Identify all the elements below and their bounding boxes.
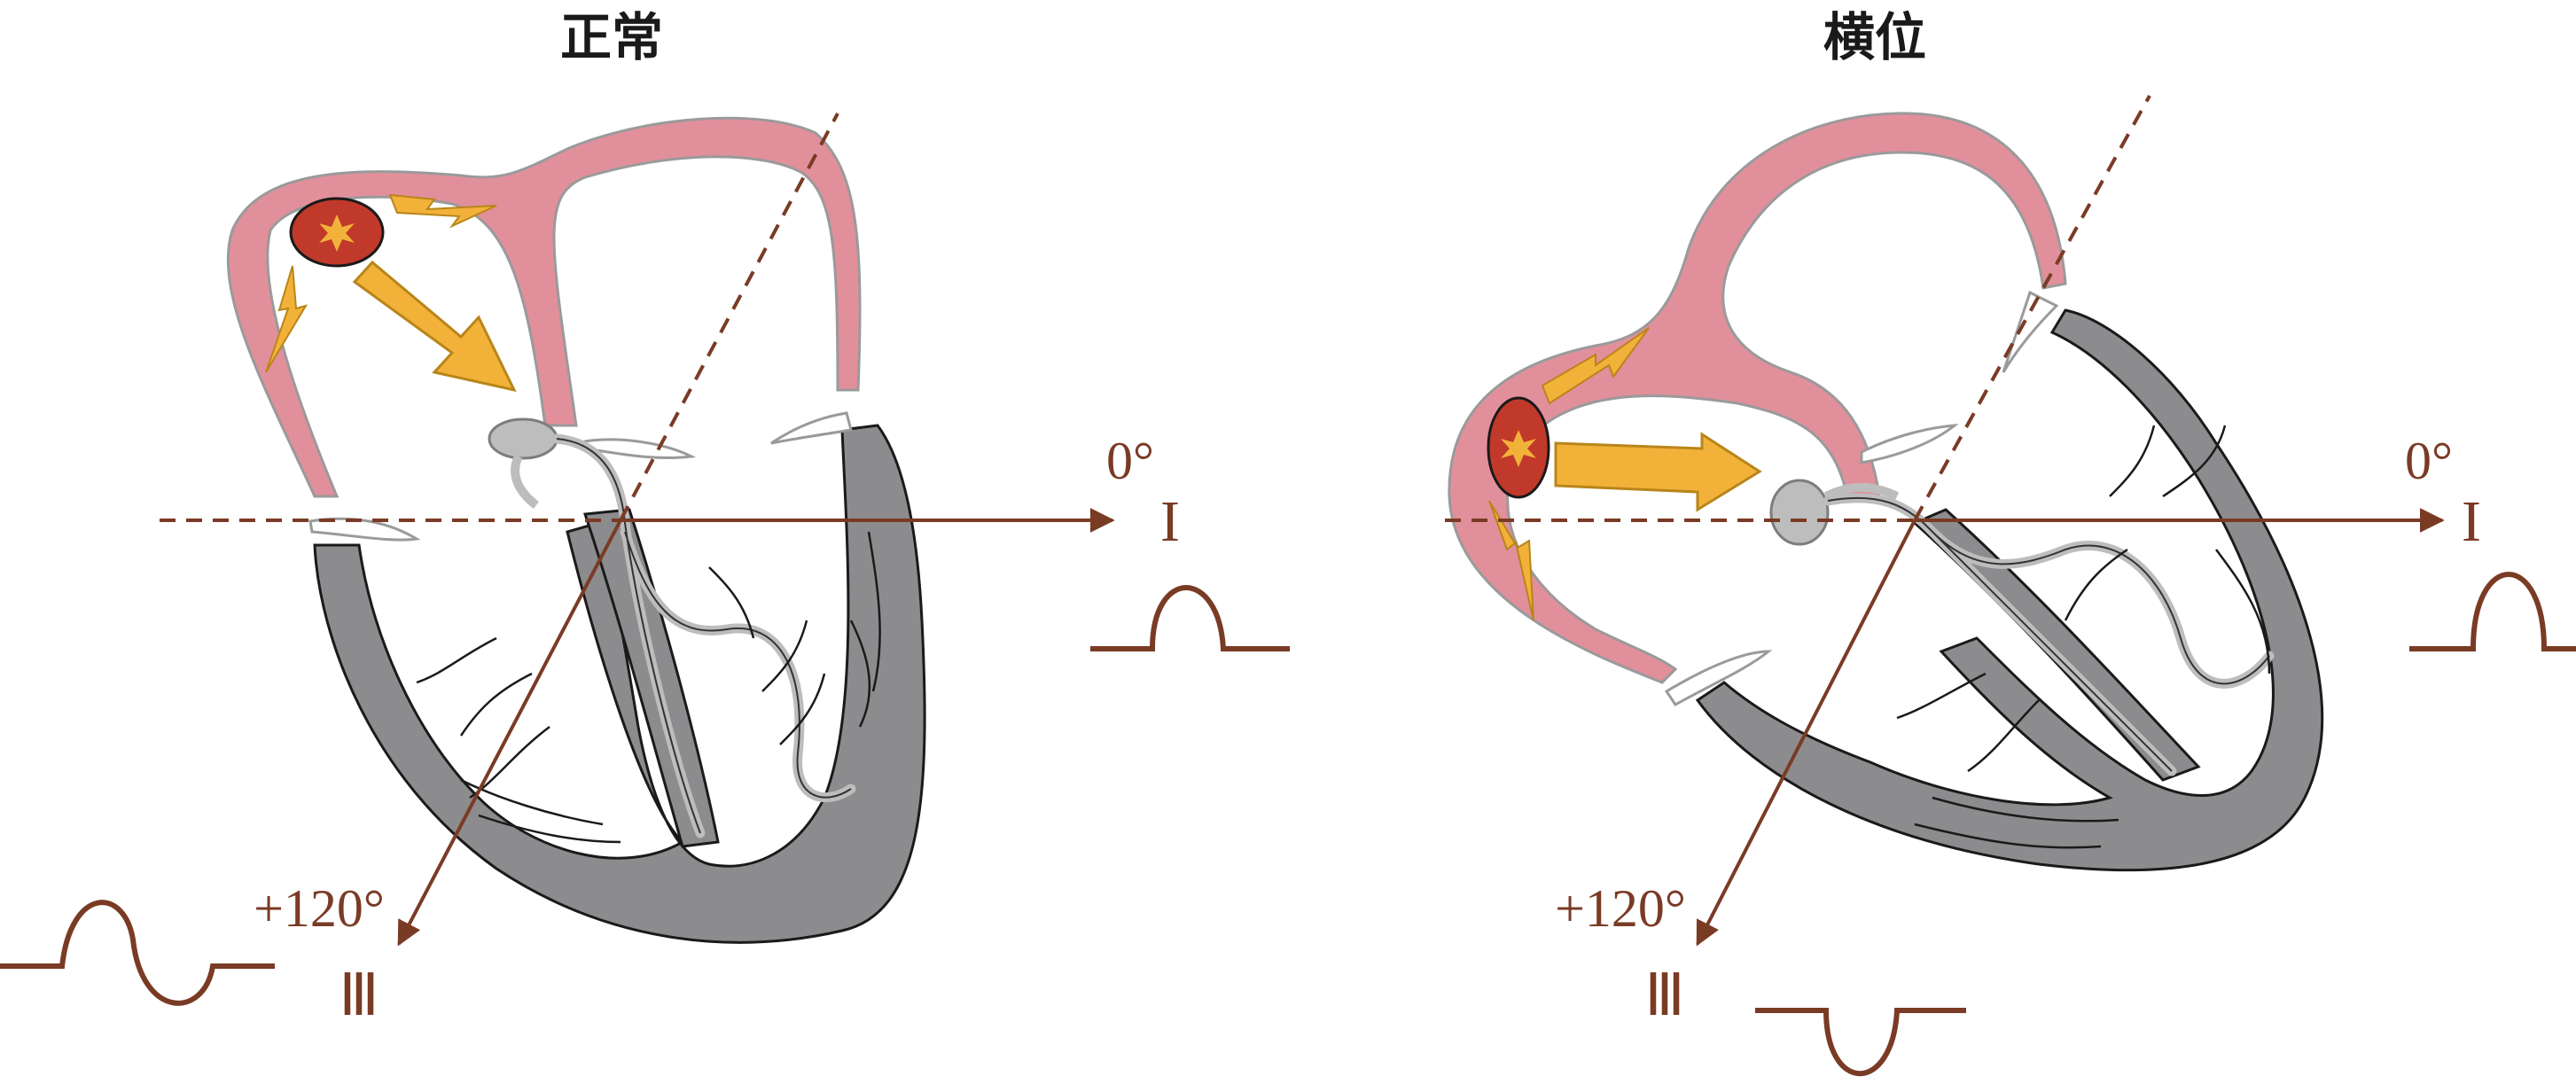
av-node-stalk <box>1823 482 1900 501</box>
lead-III-label: Ⅲ <box>1644 963 1685 1028</box>
lead-III-waveform <box>1755 1008 1966 1077</box>
conduction-bundle-outline <box>1827 496 2270 772</box>
lead-I-label: I <box>1160 489 1180 554</box>
depolarization-arrow <box>352 260 517 393</box>
lightning-bolt-icon <box>1488 500 1534 621</box>
av-node <box>1769 479 1830 546</box>
depolarization-arrow <box>1554 432 1762 512</box>
lead-III-angle-label: +120° <box>254 879 385 938</box>
lightning-bolt-icon <box>265 265 308 373</box>
lead-III-waveform <box>0 900 275 1006</box>
sa-node-spark-icon <box>1501 430 1536 467</box>
conduction-bundle-outline <box>556 438 852 834</box>
lead-I-waveform <box>2409 572 2576 651</box>
valve-aortic <box>1860 424 1959 464</box>
atrium-wall <box>1448 112 2067 684</box>
av-node <box>488 417 558 460</box>
purkinje-fibers <box>1896 425 2271 849</box>
panel-normal: 正常 <box>0 7 1290 1028</box>
reference-dashed-diagonal <box>619 113 839 521</box>
reference-dashed-diagonal <box>1913 95 2151 521</box>
panel-horizontal: 横位 <box>1445 7 2576 1077</box>
lead-I-angle-label: 0° <box>2405 432 2453 490</box>
av-node-stalk <box>511 454 540 509</box>
lead-III-axis <box>1696 519 1916 947</box>
lead-I-angle-label: 0° <box>1106 432 1154 490</box>
lead-III-angle-label: +120° <box>1555 879 1686 938</box>
valve-mitral <box>2002 290 2059 373</box>
sa-node-spark-icon <box>319 214 355 252</box>
lead-III-axis <box>397 519 622 947</box>
valve-mitral <box>770 411 853 445</box>
purkinje-fibers <box>416 531 881 844</box>
lead-III-label: Ⅲ <box>339 963 379 1028</box>
lightning-bolt-icon <box>1541 327 1650 405</box>
panel-title: 正常 <box>560 7 663 67</box>
lightning-bolt-icon <box>388 193 497 229</box>
panel-title: 横位 <box>1823 7 1926 67</box>
valve-aortic <box>583 438 697 460</box>
valve-tricuspid <box>1664 650 1773 706</box>
lead-I-label: I <box>2462 489 2481 554</box>
ventricle-wall <box>1695 308 2324 872</box>
lead-I-waveform <box>1090 585 1290 651</box>
